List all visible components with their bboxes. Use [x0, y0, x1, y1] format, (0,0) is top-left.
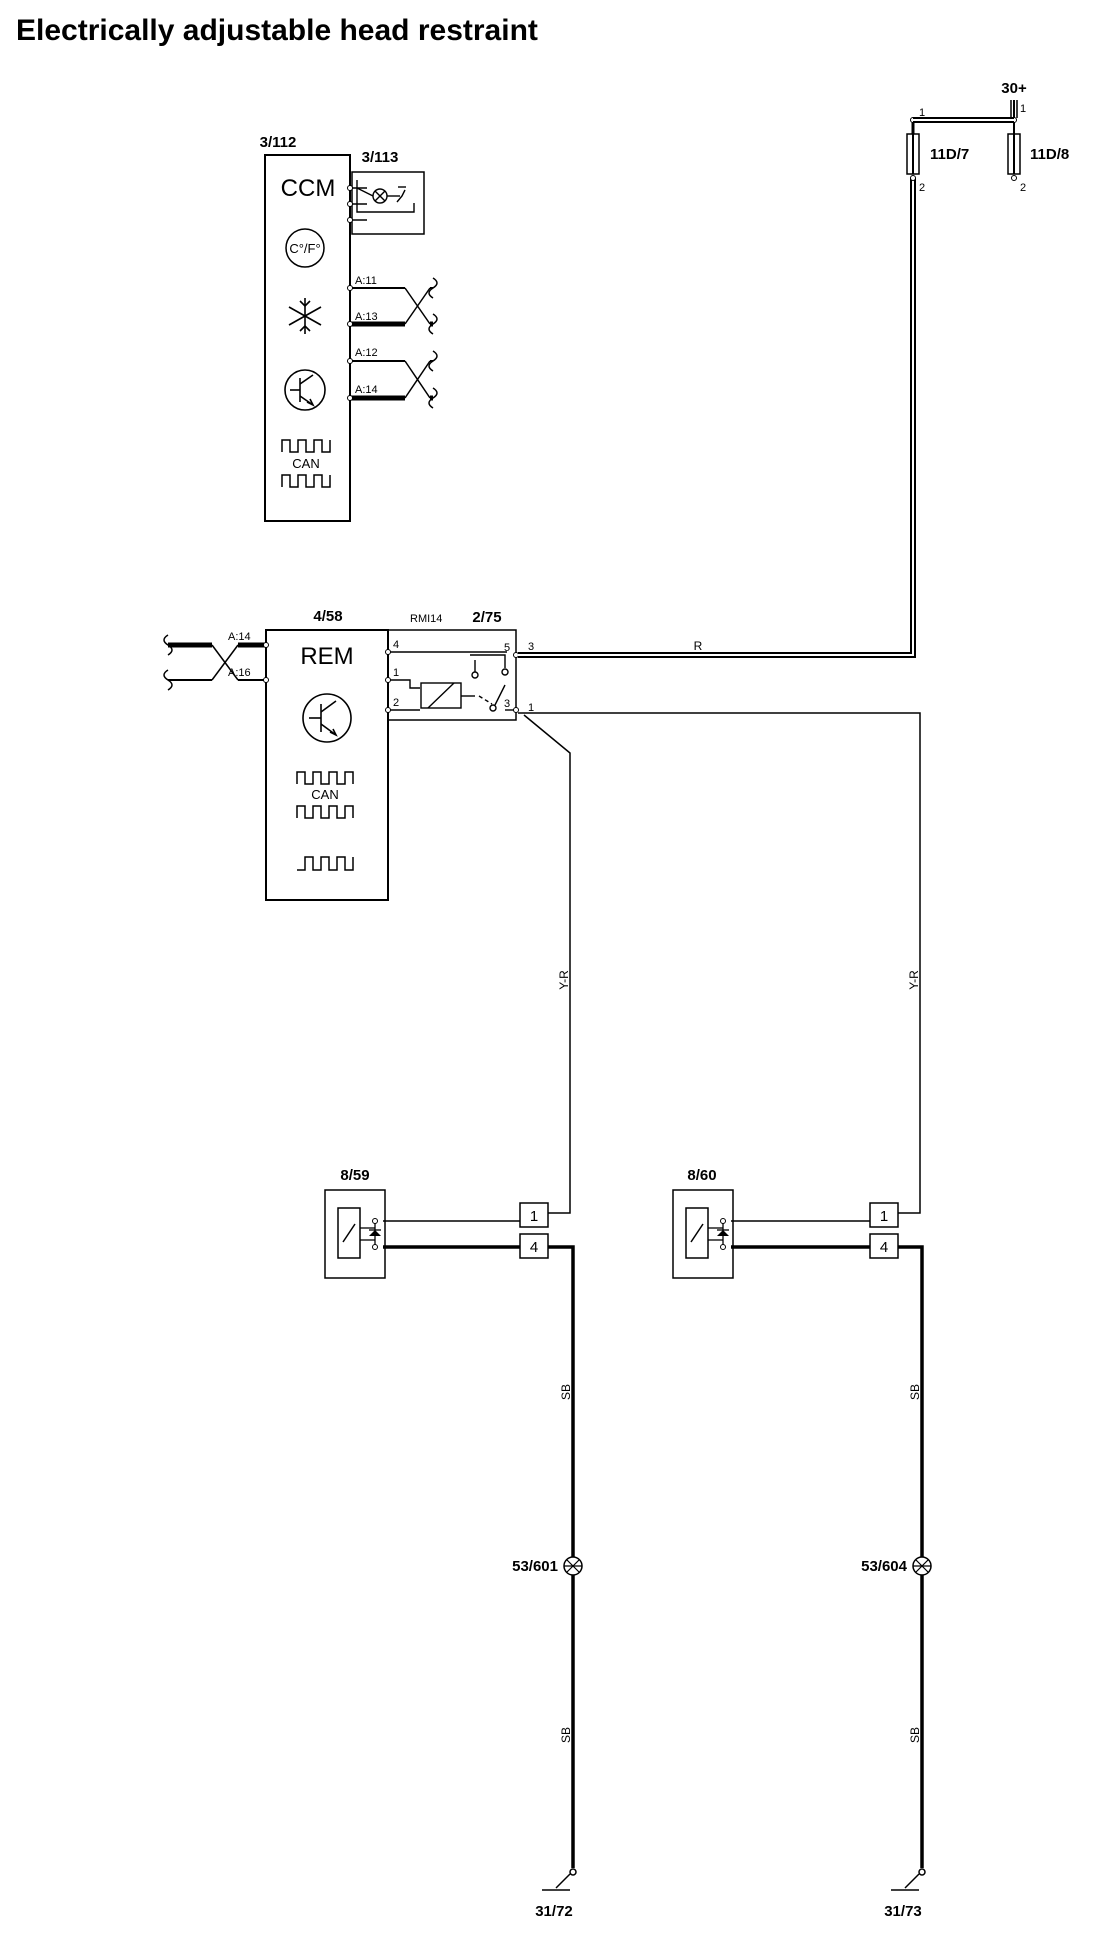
pulse-signal-icon [297, 856, 354, 871]
left-ground-label-upper: SB [559, 1384, 573, 1400]
right-ground-label-lower: SB [908, 1727, 922, 1743]
fuse-b-pin-2: 2 [1020, 182, 1026, 194]
motor-left-ref: 8/59 [340, 1167, 369, 1184]
supply-ref: 30+ [1001, 80, 1027, 97]
ccm-temp-label: C°/F° [289, 241, 320, 256]
rem-can-label: CAN [311, 787, 338, 802]
ground-left: 31/72 [535, 1868, 577, 1920]
ground-right-ref: 31/73 [884, 1903, 922, 1920]
relay-pin-5: 5 [504, 642, 510, 654]
rem-ref: 4/58 [313, 608, 342, 625]
motor-right-ref: 8/60 [687, 1167, 716, 1184]
fuse-a-pin-1: 1 [919, 107, 925, 119]
left-feed-wire: Y-R [523, 714, 571, 1214]
connector-right: 1 4 [869, 1202, 899, 1259]
ground-right: 31/73 [884, 1868, 926, 1920]
motor-8-59: 8/59 [324, 1167, 520, 1279]
connector-right-pin-4: 4 [880, 1239, 888, 1256]
fuse-11d-8: 1 2 11D/8 [1007, 100, 1069, 194]
ccm-box [264, 154, 351, 522]
relay-pin-4: 4 [393, 639, 399, 651]
splice-right: 53/604 [861, 1556, 932, 1576]
left-ground-wire: SB SB [548, 1245, 575, 1868]
fuse-b-ref: 11D/8 [1030, 146, 1069, 163]
supply-wire-label: R [694, 639, 703, 653]
rem-pin-a16: A:16 [228, 667, 251, 679]
sensor-3-113: 3/113 [347, 149, 425, 235]
rem-pin-a14: A:14 [228, 631, 251, 643]
snowflake-icon [288, 298, 322, 334]
supply-bus: 30+ [913, 80, 1027, 123]
connector-left: 1 4 [519, 1202, 549, 1259]
fuse-a-ref: 11D/7 [930, 146, 969, 163]
relay-box [387, 629, 517, 721]
right-ground-label-upper: SB [908, 1384, 922, 1400]
ccm-pin-a14: A:14 [355, 384, 378, 396]
left-feed-label: Y-R [557, 970, 571, 990]
rem-box [265, 629, 389, 901]
motor-8-60: 8/60 [672, 1167, 870, 1279]
right-feed-wire: Y-R [518, 712, 921, 1214]
ccm-pin-a13: A:13 [355, 311, 378, 323]
connector-left-pin-1: 1 [530, 1208, 538, 1225]
ccm-ref: 3/112 [260, 134, 297, 151]
fuse-a-pin-2: 2 [919, 182, 925, 194]
left-ground-label-lower: SB [559, 1727, 573, 1743]
ccm-pin-a12: A:12 [355, 347, 378, 359]
ground-left-ref: 31/72 [535, 1903, 573, 1920]
splice-left-ref: 53/601 [512, 1558, 558, 1575]
relay-pin-1: 1 [393, 667, 399, 679]
temperature-unit-icon: C°/F° [285, 228, 325, 268]
relay-code: RMI14 [410, 613, 442, 625]
fuse-b-pin-1: 1 [1020, 103, 1026, 115]
diagram-title: Electrically adjustable head restraint [16, 14, 538, 47]
relay-pin-1-out: 1 [528, 702, 534, 714]
connector-right-pin-1: 1 [880, 1208, 888, 1225]
rem-name: REM [300, 643, 353, 670]
relay-pin-2: 2 [393, 697, 399, 709]
ccm-module: 3/112 CCM C°/F° CAN [260, 134, 351, 522]
transistor-icon [284, 369, 326, 411]
rem-bus-wires: A:14 A:16 [163, 631, 269, 691]
ccm-pin-a11: A:11 [355, 275, 377, 287]
sensor-box [351, 171, 425, 235]
right-ground-wire: SB SB [898, 1245, 924, 1868]
ccm-name: CCM [281, 175, 336, 202]
sensor-ref: 3/113 [362, 149, 399, 166]
transistor-icon [302, 693, 352, 743]
splice-right-ref: 53/604 [861, 1558, 908, 1575]
supply-wire: R [518, 178, 916, 658]
right-feed-label: Y-R [907, 970, 921, 990]
relay-ref: 2/75 [472, 609, 501, 626]
can-signal-icon [281, 439, 331, 488]
connector-left-pin-4: 4 [530, 1239, 538, 1256]
ccm-bus-wires: A:11 A:13 A:12 A:14 [347, 275, 438, 409]
rem-module: 4/58 REM CAN [265, 608, 389, 901]
relay-2-75: RMI14 2/75 4 1 2 5 3 3 1 [385, 609, 534, 721]
can-signal-icon [296, 771, 354, 819]
relay-pin-3-inner: 3 [504, 698, 510, 710]
ccm-can-label: CAN [292, 456, 319, 471]
splice-left: 53/601 [512, 1556, 583, 1576]
relay-pin-3-out: 3 [528, 641, 534, 653]
